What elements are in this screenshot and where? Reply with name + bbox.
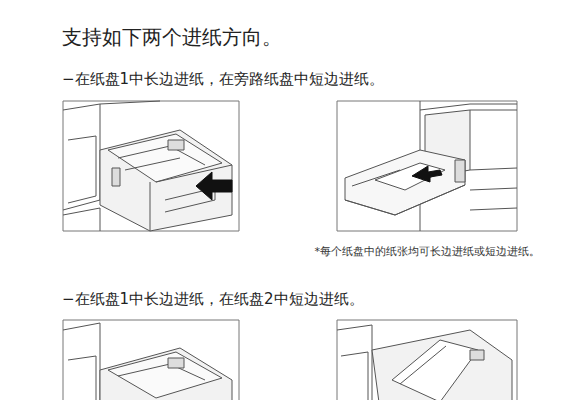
printer-drawer-1 — [63, 323, 232, 400]
feed-arrow — [196, 172, 232, 200]
image-frame — [337, 101, 517, 231]
image-frame — [63, 320, 239, 400]
note-text: *每个纸盘中的纸张均可长边进纸或短边进纸。 — [315, 244, 541, 259]
feed-arrow — [412, 166, 442, 182]
printer-drawer-1 — [63, 101, 232, 231]
bypass-tray — [345, 101, 517, 231]
page-title: 支持如下两个进纸方向。 — [62, 24, 282, 51]
printer-drawer-2 — [337, 325, 512, 400]
image-frame — [337, 320, 517, 400]
section-heading: −在纸盘1中长边进纸，在纸盘2中短边进纸。 — [62, 290, 364, 309]
image-frame — [63, 101, 239, 231]
section-heading: −在纸盘1中长边进纸，在旁路纸盘中短边进纸。 — [62, 70, 384, 89]
